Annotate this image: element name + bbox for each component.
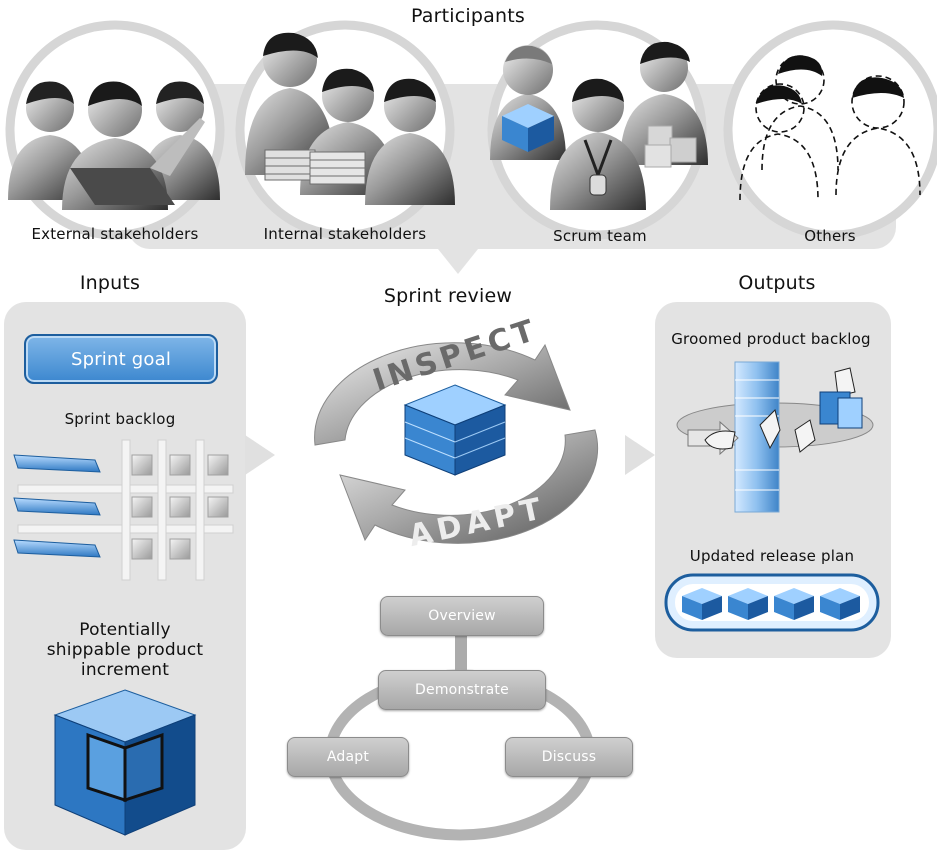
step-demonstrate: Demonstrate: [378, 670, 546, 710]
participant-label-internal: Internal stakeholders: [263, 225, 427, 243]
participant-label-others: Others: [804, 227, 856, 245]
participant-label-scrum-team: Scrum team: [553, 227, 647, 245]
sprint-goal-box: Sprint goal: [24, 334, 218, 384]
scrum-team-icon: [490, 41, 708, 210]
review-cube-icon: [403, 384, 507, 476]
updated-release-plan-label: Updated release plan: [689, 547, 855, 565]
sprint-review-title: Sprint review: [383, 285, 513, 307]
groomed-backlog-label: Groomed product backlog: [671, 330, 871, 348]
step-overview: Overview: [380, 596, 544, 636]
inputs-title: Inputs: [79, 272, 141, 294]
step-discuss: Discuss: [505, 737, 633, 777]
internal-stakeholders-icon: [245, 32, 455, 205]
external-stakeholders-icon: [8, 81, 220, 210]
increment-line-2: shippable product: [46, 640, 204, 660]
participants-title: Participants: [410, 5, 525, 27]
others-hair: [756, 55, 904, 104]
outputs-title: Outputs: [738, 272, 816, 294]
sprint-backlog-label: Sprint backlog: [64, 410, 176, 428]
step-adapt: Adapt: [287, 737, 409, 777]
increment-line-1: Potentially: [79, 620, 171, 640]
participant-label-external: External stakeholders: [31, 225, 199, 243]
increment-line-3: increment: [80, 660, 170, 680]
